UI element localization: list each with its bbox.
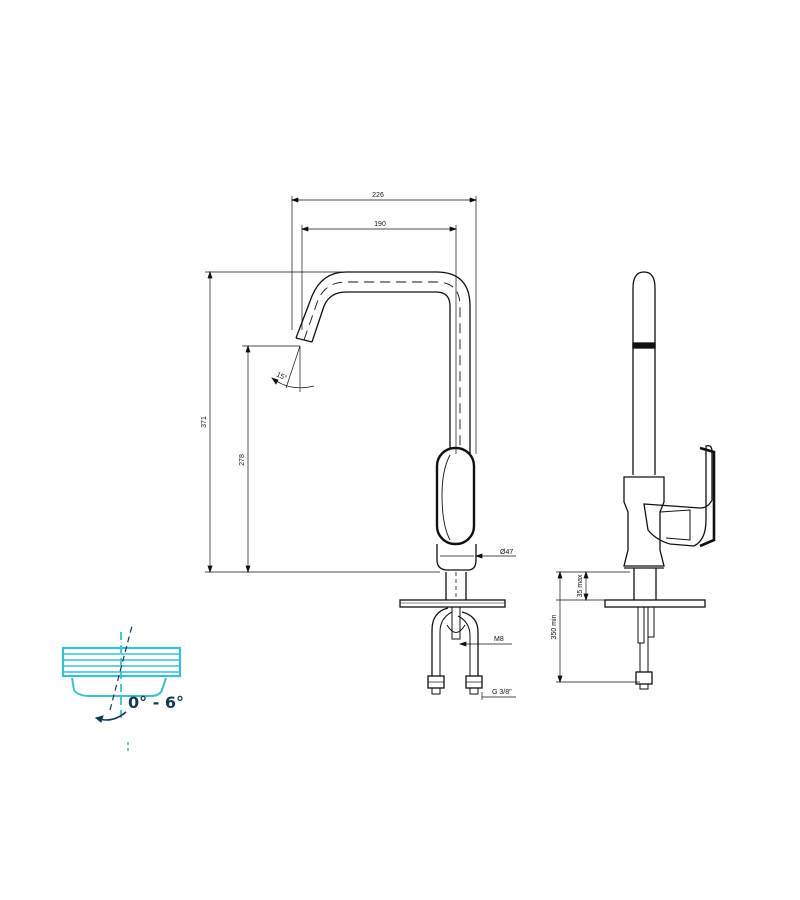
dim-min-hose-length: 350 min [551,614,558,639]
spout-outline-outer [295,271,471,454]
side-body [623,476,665,567]
hose-left [431,607,449,676]
mounting-plate [399,599,506,608]
dim-base-diameter: Ø47 [500,549,513,556]
side-nozzle [632,342,656,349]
side-view-dimensions [556,570,640,684]
aerator-tilt-axis [109,625,133,711]
dim-connection: G 3/8" [492,689,512,696]
hose-loop [446,624,466,633]
threaded-rod [451,606,461,640]
spout-outline-inner [311,291,451,454]
dim-spout-height: 278 [239,454,246,466]
dim-total-width: 226 [372,192,384,199]
dim-spout-reach: 190 [374,221,386,228]
hose-end-right [469,687,479,695]
aerator-swivel-range: 0° - 6° [128,693,184,712]
hose-end-left [431,687,441,695]
aerator-tip [71,677,167,697]
dim-thread: M8 [494,636,504,643]
side-mounting-plate [604,599,706,608]
side-view [604,271,716,690]
mixer-body [435,446,476,546]
dim-total-height: 371 [201,416,208,428]
mixer-body-inner [441,454,451,541]
front-view [295,271,506,695]
dim-max-deck-thickness: 35 max [577,574,584,597]
hose-right [461,611,479,676]
hose-left-inner [439,611,453,676]
side-spout [632,271,656,475]
spout-centre-line [303,281,461,450]
hose-right-inner [457,615,471,676]
dim-spout-angle: 15° [275,371,288,383]
aerator-detail [61,625,182,752]
side-lever [643,444,713,547]
mixer-base [436,544,477,571]
front-view-dimensions [205,196,516,700]
